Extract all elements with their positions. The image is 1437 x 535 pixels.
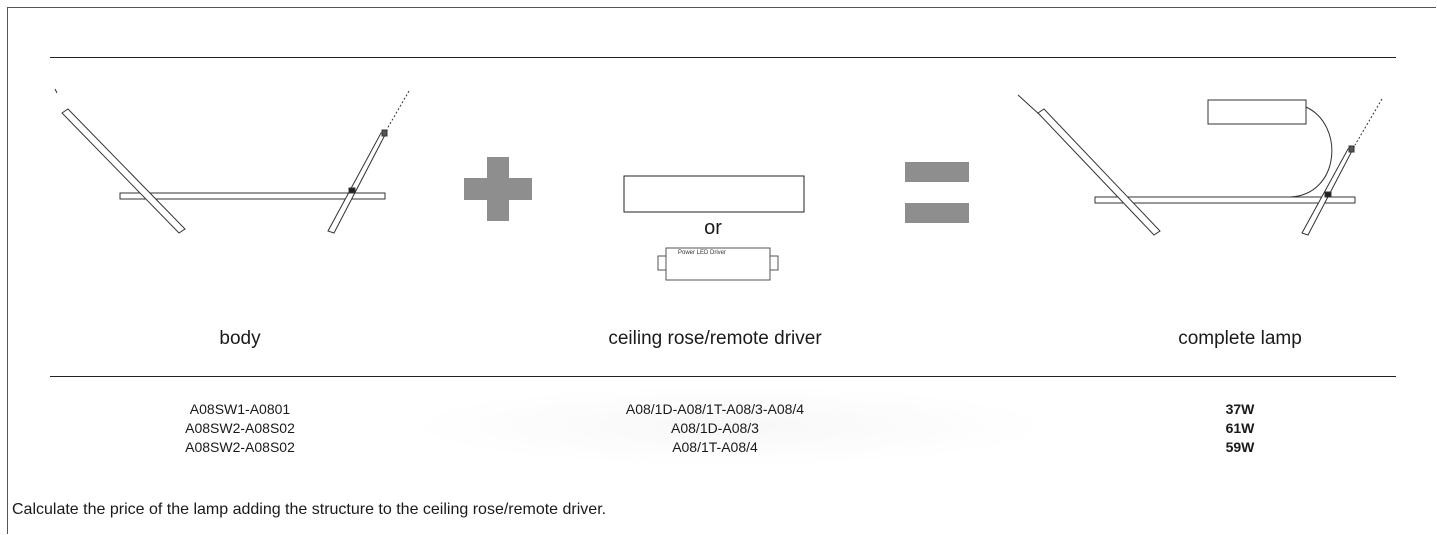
body-codes-column: A08SW1-A0801 A08SW2-A08S02 A08SW2-A08S02 — [130, 400, 350, 457]
equals-operator-bottom — [905, 203, 969, 223]
body-code: A08SW2-A08S02 — [185, 420, 295, 436]
body-code: A08SW2-A08S02 — [185, 439, 295, 455]
footer-note: Calculate the price of the lamp adding t… — [12, 501, 607, 518]
driver-code: A08/1T-A08/4 — [672, 439, 758, 455]
body-code: A08SW1-A0801 — [189, 401, 291, 417]
page-frame — [7, 7, 1436, 534]
complete-lamp-illustration — [1017, 94, 1383, 236]
driver-codes-column: A08/1D-A08/1T-A08/3-A08/4 A08/1D-A08/3 A… — [560, 400, 870, 457]
caption-complete-lamp: complete lamp — [1178, 328, 1302, 349]
plus-operator-vertical — [487, 157, 509, 221]
wattage-column: 37W 61W 59W — [1190, 400, 1290, 457]
wattage-value: 37W — [1225, 401, 1255, 417]
background-smudge — [405, 386, 1055, 466]
wattage-value: 59W — [1225, 439, 1255, 455]
middle-divider — [50, 376, 1396, 377]
caption-driver: ceiling rose/remote driver — [608, 328, 822, 349]
ceiling-rose-illustration — [623, 175, 805, 213]
driver-label: Power LED Driver — [678, 250, 727, 256]
body-lamp-illustration — [54, 88, 410, 234]
equals-operator-top — [905, 162, 969, 182]
driver-code: A08/1D-A08/3 — [671, 420, 759, 436]
caption-body: body — [219, 328, 261, 349]
top-divider — [50, 57, 1396, 58]
remote-driver-illustration: Power LED Driver — [654, 244, 782, 284]
or-label: or — [704, 217, 722, 239]
driver-code: A08/1D-A08/1T-A08/3-A08/4 — [625, 401, 805, 417]
wattage-value: 61W — [1225, 420, 1255, 436]
